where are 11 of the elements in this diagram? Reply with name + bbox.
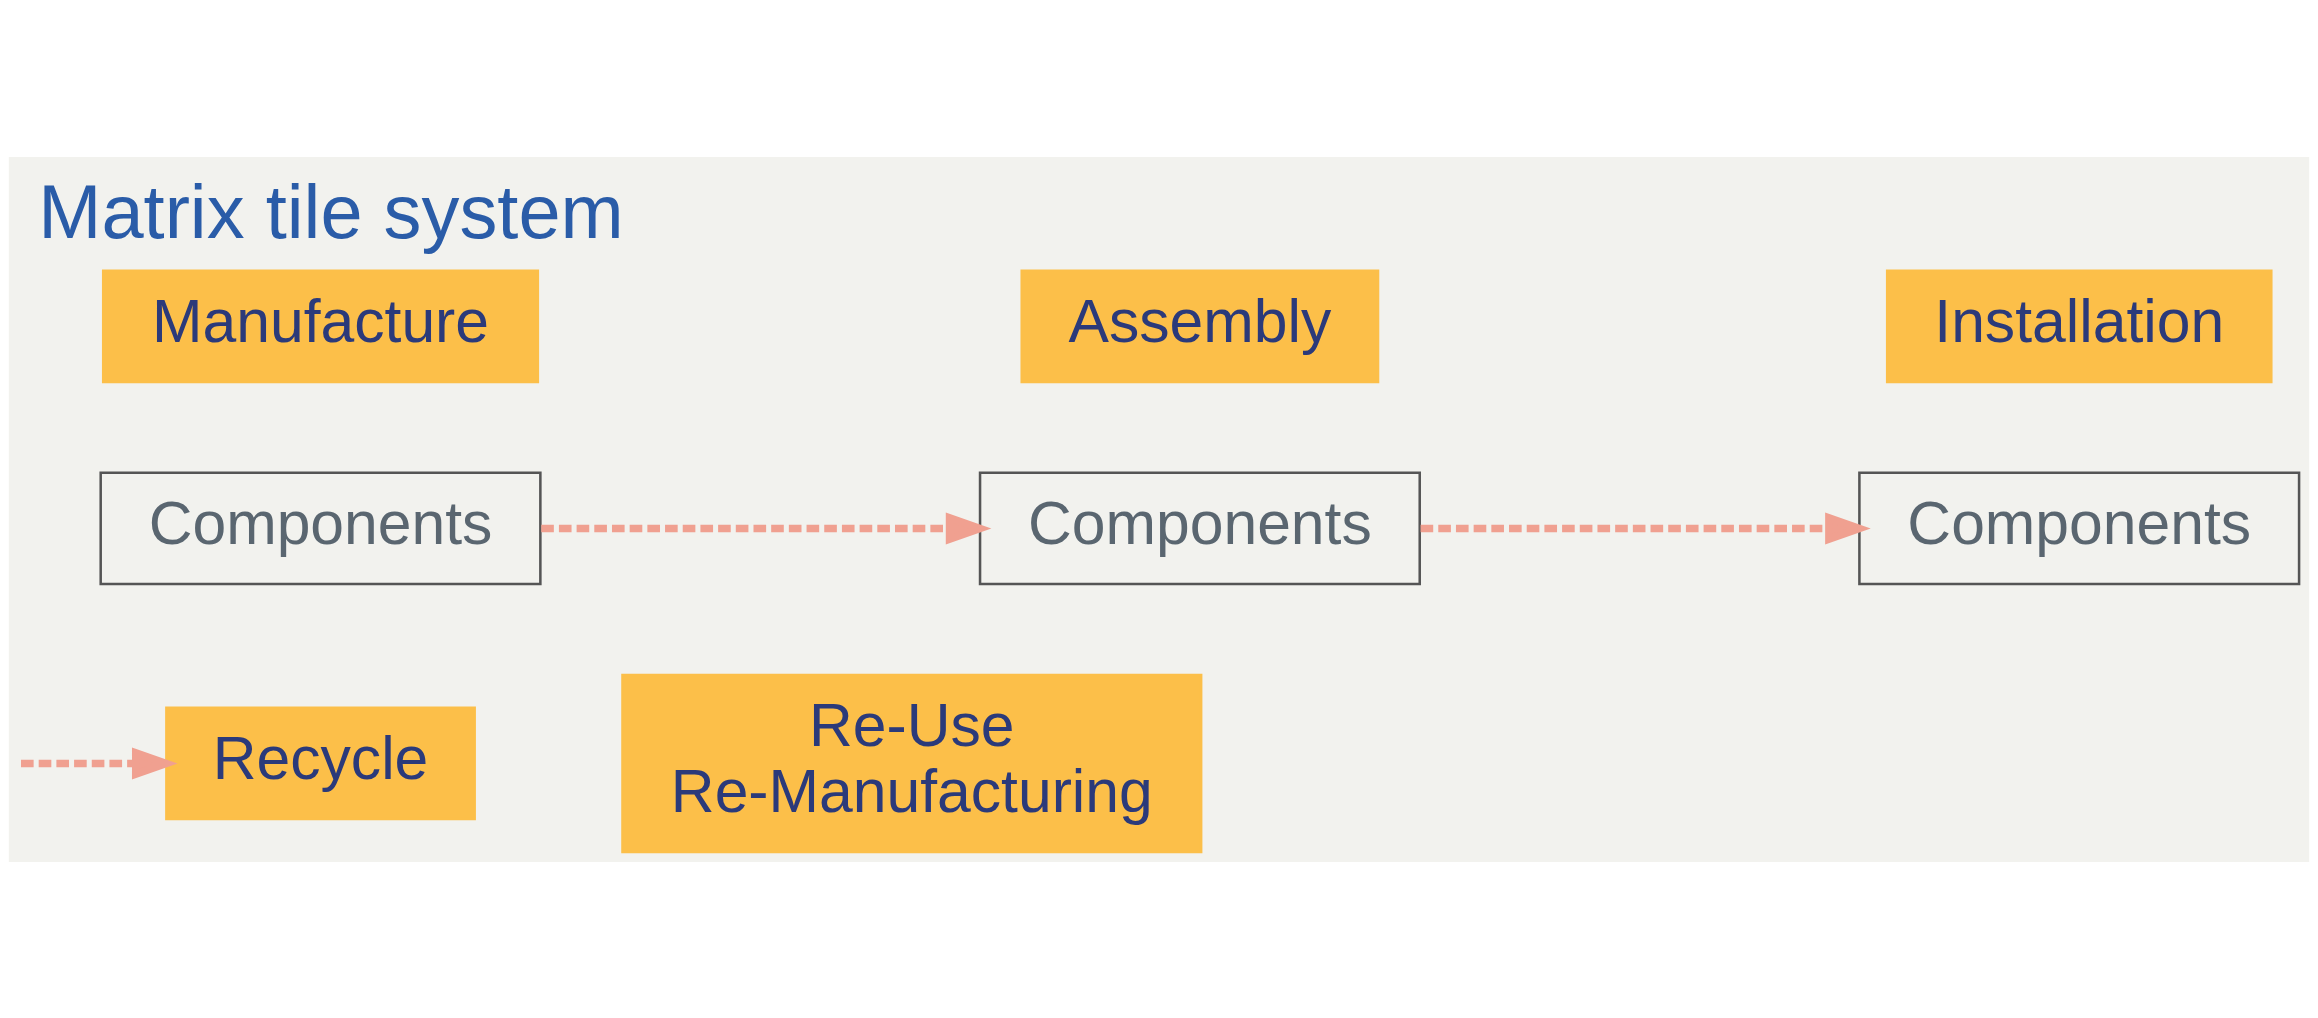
arrow [541,512,992,544]
node-box: Re-Use Re-Manufacturing [621,673,1203,853]
node-box: Components [99,471,542,585]
node-box: Components [1858,471,2301,585]
node-box: Components [978,471,1421,585]
node-box: Recycle [165,706,476,820]
node-box: Assembly [1020,268,1380,383]
node-box: Installation [1885,268,2273,383]
node-box: Manufacture [101,268,540,383]
arrow [1420,512,1871,544]
diagram-title: Matrix tile system [38,168,624,254]
